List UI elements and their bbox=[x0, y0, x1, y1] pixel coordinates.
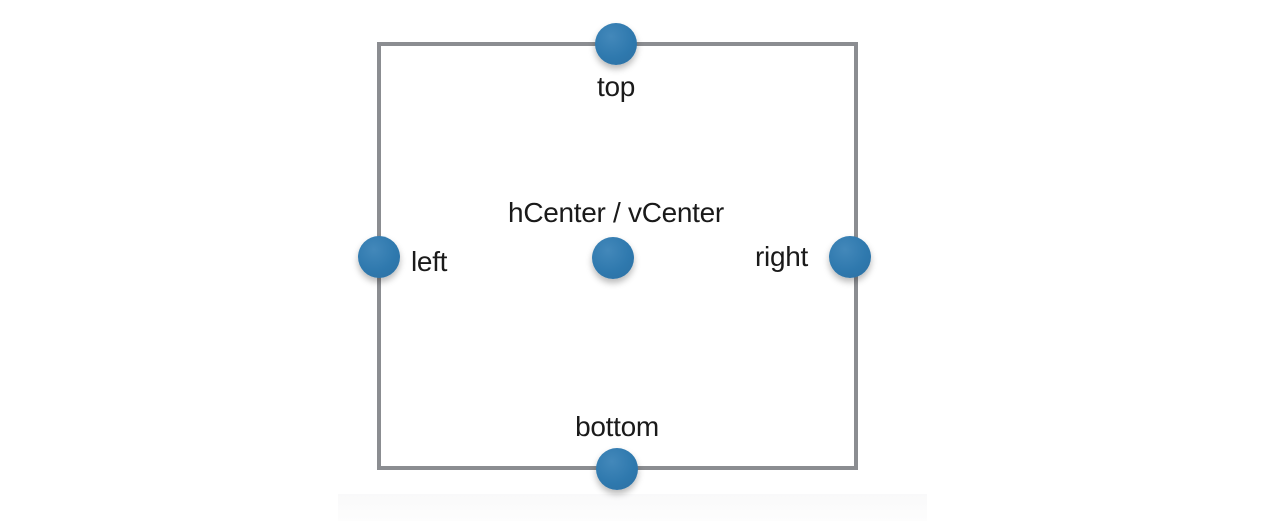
anchor-label-top: top bbox=[596, 71, 636, 102]
anchor-dot-left bbox=[358, 236, 400, 278]
slide-edge-strip bbox=[338, 494, 927, 521]
anchor-dot-top bbox=[595, 23, 637, 65]
anchor-label-right: right bbox=[755, 241, 808, 272]
anchor-label-bottom: bottom bbox=[575, 411, 659, 442]
anchor-label-left: left bbox=[411, 246, 448, 277]
anchor-dot-bottom bbox=[596, 448, 638, 490]
anchor-dot-center bbox=[592, 237, 634, 279]
anchor-dot-right bbox=[829, 236, 871, 278]
anchor-label-center: hCenter / vCenter bbox=[508, 197, 724, 228]
